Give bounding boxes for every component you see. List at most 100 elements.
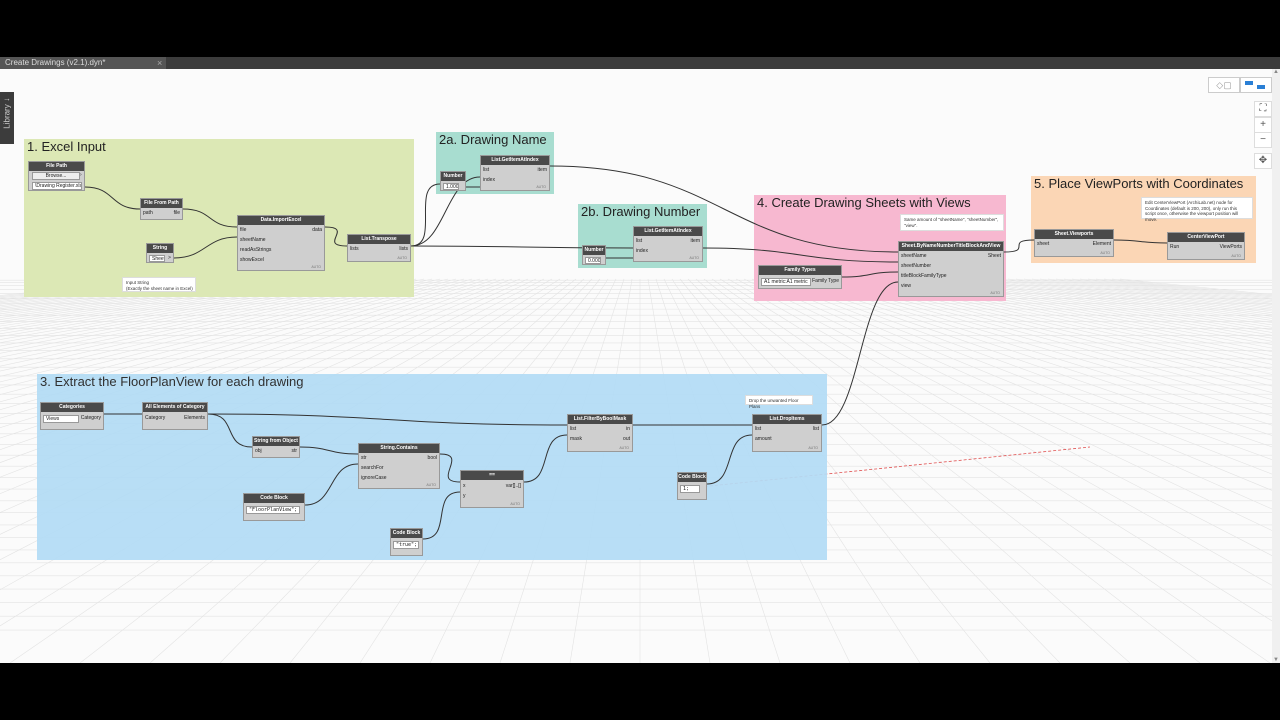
library-panel-toggle[interactable]: → Library — [0, 92, 14, 144]
input-port-view[interactable]: view — [901, 283, 912, 289]
zoom-fit-button[interactable]: ⛶ — [1254, 101, 1272, 117]
scroll-up-icon[interactable]: ▲ — [1273, 69, 1279, 75]
input-port-sheetname[interactable]: sheetName — [901, 253, 927, 259]
note-input-string[interactable]: Input String (Exactly the sheet name in … — [122, 277, 196, 292]
node-list-drop-items[interactable]: List.DropItems list amount list AUTO — [752, 414, 822, 452]
node-title: List.GetItemAtIndex — [634, 227, 702, 236]
node-categories[interactable]: Categories Views Category — [40, 402, 104, 430]
plus-icon: + — [1260, 119, 1266, 130]
node-data-import-excel[interactable]: Data.ImportExcel file sheetName readAsSt… — [237, 215, 325, 271]
input-port-list[interactable]: list — [483, 167, 490, 173]
output-port-family-type[interactable]: Family Type — [812, 278, 839, 284]
output-port-item[interactable]: item — [537, 167, 547, 173]
node-filter-by-bool-mask[interactable]: List.FilterByBoolMask list mask in out A… — [567, 414, 633, 452]
number-input[interactable]: 0.000 — [585, 257, 601, 264]
input-port-lists[interactable]: lists — [350, 246, 359, 252]
node-code-block-floorplanview[interactable]: Code Block "FloorPlanView"; — [243, 493, 305, 521]
output-port-in[interactable]: in — [626, 426, 630, 432]
family-type-dropdown[interactable]: A1 metric:A1 metric — [761, 278, 811, 286]
input-port-titleblock[interactable]: titleBlockFamilyType — [901, 273, 947, 279]
node-file-path[interactable]: File Path Browse... › \Drawing Register.… — [28, 161, 85, 191]
output-port-str[interactable]: str — [291, 448, 297, 454]
node-string-from-object[interactable]: String from Object obj str — [252, 436, 300, 458]
input-port-ignorecase[interactable]: ignoreCase — [361, 475, 387, 481]
output-port-list[interactable]: list — [812, 426, 819, 432]
group-title: 3. Extract the FloorPlanView for each dr… — [40, 374, 304, 389]
input-port-x[interactable]: x — [463, 483, 466, 489]
number-input[interactable]: 1.000 — [443, 183, 459, 190]
code-input[interactable]: 1; — [680, 485, 700, 493]
output-port-element[interactable]: Element — [1092, 241, 1111, 247]
output-port-elements[interactable]: Elements — [184, 415, 205, 421]
output-port-sheet[interactable]: Sheet — [987, 253, 1001, 259]
output-port-item[interactable]: item — [690, 238, 700, 244]
graph-view-toggle[interactable] — [1240, 77, 1272, 93]
browse-button[interactable]: Browse... — [32, 172, 80, 180]
output-port-out[interactable]: out — [623, 436, 630, 442]
input-port-obj[interactable]: obj — [255, 448, 262, 454]
input-port-showexcel[interactable]: showExcel — [240, 257, 264, 263]
input-port-path[interactable]: path — [143, 210, 153, 216]
node-title: Categories — [41, 403, 103, 412]
zoom-in-button[interactable]: + — [1254, 117, 1272, 133]
node-list-transpose[interactable]: List.Transpose lists lists AUTO — [347, 234, 411, 262]
node-number-a[interactable]: Number 1.000 — [440, 171, 466, 191]
input-port-str[interactable]: str — [361, 455, 367, 461]
input-port-y[interactable]: y — [463, 493, 466, 499]
input-port-index[interactable]: index — [483, 177, 495, 183]
note-same-amount[interactable]: Same amount of "sheetName", "sheetNumber… — [900, 214, 1004, 231]
node-string-contains[interactable]: String.Contains str searchFor ignoreCase… — [358, 443, 440, 489]
input-port-readasstrings[interactable]: readAsStrings — [240, 247, 272, 253]
output-port-icon[interactable]: › — [80, 172, 82, 178]
vertical-scrollbar[interactable]: ▲ ▼ — [1272, 69, 1280, 663]
node-center-viewport[interactable]: CenterViewPort Run ViewPorts AUTO — [1167, 232, 1245, 260]
input-port-category[interactable]: Category — [145, 415, 166, 421]
node-code-block-true[interactable]: Code Block "true"; — [390, 528, 423, 556]
input-port-list[interactable]: list — [570, 426, 577, 432]
group-title: 2b. Drawing Number — [581, 204, 701, 219]
string-input[interactable]: Sheet1 — [149, 255, 165, 262]
scroll-down-icon[interactable]: ▼ — [1273, 657, 1279, 663]
geometry-view-toggle[interactable]: ◇▢ — [1208, 77, 1240, 93]
input-port-sheetnumber[interactable]: sheetNumber — [901, 263, 932, 269]
code-input[interactable]: "FloorPlanView"; — [246, 506, 300, 514]
input-port-mask[interactable]: mask — [570, 436, 582, 442]
code-input[interactable]: "true"; — [393, 541, 419, 549]
output-port-bool[interactable]: bool — [427, 455, 437, 461]
note-drop-unwanted[interactable]: Drop the unwanted Floor Plans — [745, 395, 813, 409]
node-sheet-by-name[interactable]: Sheet.ByNameNumberTitleBlockAndView shee… — [898, 241, 1004, 297]
output-port-var[interactable]: var[]..[] — [505, 483, 521, 489]
node-sheet-viewports[interactable]: Sheet.Viewports sheet Element AUTO — [1034, 229, 1114, 257]
node-list-getitem-b[interactable]: List.GetItemAtIndex list index item AUTO — [633, 226, 703, 262]
tab-create-drawings[interactable]: Create Drawings (v2.1).dyn* — [0, 57, 166, 69]
output-port-data[interactable]: data — [312, 227, 322, 233]
output-port-category[interactable]: Category — [80, 415, 101, 421]
node-equals[interactable]: == x y var[]..[] AUTO — [460, 470, 524, 508]
input-port-sheet[interactable]: sheet — [1037, 241, 1050, 247]
input-port-run[interactable]: Run — [1170, 244, 1180, 250]
category-dropdown[interactable]: Views — [43, 415, 79, 423]
graph-canvas[interactable]: 1. Excel Input 2a. Drawing Name 2b. Draw… — [0, 69, 1280, 663]
node-file-from-path[interactable]: File From Path path file — [140, 198, 183, 220]
input-port-list[interactable]: list — [636, 238, 643, 244]
pan-button[interactable]: ✥ — [1254, 153, 1272, 169]
input-port-index[interactable]: index — [636, 248, 648, 254]
node-string[interactable]: String Sheet1 > — [146, 243, 174, 263]
output-port-file[interactable]: file — [173, 210, 180, 216]
close-icon[interactable]: × — [157, 58, 163, 68]
zoom-out-button[interactable]: − — [1254, 132, 1272, 148]
input-port-list[interactable]: list — [755, 426, 762, 432]
output-port-viewports[interactable]: ViewPorts — [1219, 244, 1242, 250]
node-code-block-one[interactable]: Code Block 1; — [677, 472, 707, 500]
node-family-types[interactable]: Family Types A1 metric:A1 metric Family … — [758, 265, 842, 289]
input-port-file[interactable]: file — [240, 227, 247, 233]
node-number-b[interactable]: Number 0.000 — [582, 245, 606, 265]
input-port-sheetname[interactable]: sheetName — [240, 237, 266, 243]
input-port-amount[interactable]: amount — [755, 436, 772, 442]
output-port-icon[interactable]: > — [168, 255, 171, 261]
note-edit-centerviewport[interactable]: Edit CenterViewPort (ArchiLab.net) node … — [1141, 197, 1253, 222]
input-port-searchfor[interactable]: searchFor — [361, 465, 384, 471]
node-list-getitem-a[interactable]: List.GetItemAtIndex list index item AUTO — [480, 155, 550, 191]
node-all-elements[interactable]: All Elements of Category Category Elemen… — [142, 402, 208, 430]
output-port-lists[interactable]: lists — [399, 246, 408, 252]
